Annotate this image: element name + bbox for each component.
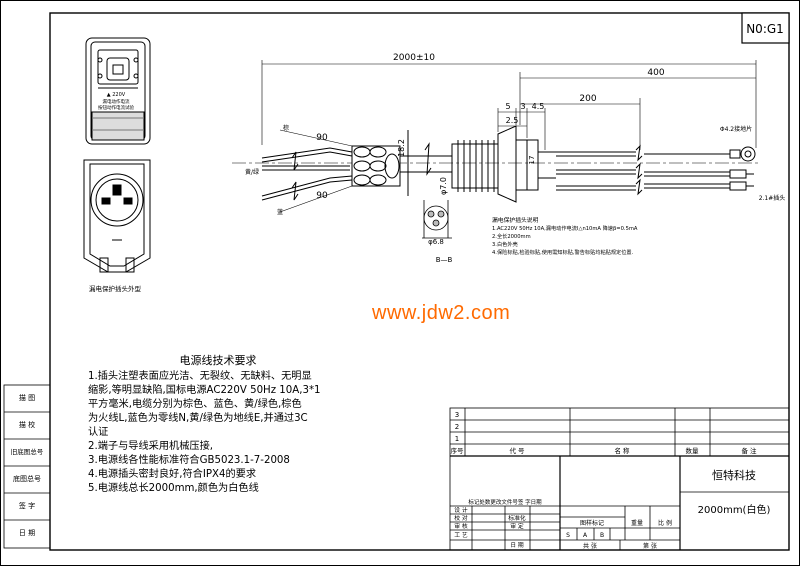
header-code: 代 号 <box>509 446 525 455</box>
plug-socket-view <box>83 159 151 273</box>
header-serial: 序号 <box>451 446 465 455</box>
dim-18-2: 18.2 <box>397 139 406 157</box>
cable-assembly <box>232 125 760 203</box>
label-weight: 重量 <box>631 519 643 527</box>
label-approve: 审 定 <box>510 522 524 530</box>
dim-3: 3 <box>520 102 525 111</box>
header-name: 名 称 <box>614 446 630 455</box>
notes-title: 漏电保护插头说明 <box>492 216 539 224</box>
side-strip-sign: 签 字 <box>19 501 35 510</box>
dim-200: 200 <box>579 94 596 104</box>
dim-overall: 2000±10 <box>393 53 435 63</box>
notes-item-2: 2.全长2000mm <box>492 232 531 240</box>
header-remarks: 备 注 <box>741 446 757 455</box>
side-strip-date: 日 期 <box>19 529 35 537</box>
label-review: 审 核 <box>454 522 468 530</box>
header-qty: 数量 <box>686 446 700 455</box>
dim-17: 17 <box>528 156 536 165</box>
dim-phi-7: φ7.0 <box>439 177 448 195</box>
company-name: 恒特科技 <box>712 468 756 482</box>
plug-current-text: 漏电动作电流 <box>103 98 130 105</box>
watermark: www.jdw2.com <box>372 302 511 324</box>
row-3: 3 <box>455 411 459 419</box>
drawing-number: N0:G1 <box>746 22 784 36</box>
label-stage: 图样标记 <box>580 519 604 527</box>
notes-item-1: 1.AC220V 50Hz 10A,漏电动作电流I△n10mA 降速β=0.5m… <box>492 224 638 232</box>
plug-caption: 漏电保护插头外型 <box>89 284 142 293</box>
row-2: 2 <box>455 423 459 431</box>
label-ring-terminal: Φ4.2接地片 <box>720 125 752 133</box>
requirement-line: 缩影,等明显缺陷,国标电源AC220V 50Hz 10A,3*1 <box>88 385 321 396</box>
requirement-line: 认证 <box>88 427 109 438</box>
side-strip-old-base: 旧底图总号 <box>11 447 44 456</box>
requirement-line: 1.插头注塑表面应光洁、无裂纹、无缺料、无明显 <box>88 371 312 382</box>
section-b-b <box>422 200 452 239</box>
requirement-line: 为火线L,蓝色为零线N,黄/绿色为地线E,并通过3C <box>88 413 308 424</box>
dim-400: 400 <box>647 68 664 78</box>
title-block <box>449 407 790 551</box>
requirement-line: 2.端子与导线采用机械压接, <box>88 441 214 452</box>
section-label: B—B <box>436 256 453 264</box>
label-scale: 比 例 <box>658 519 672 527</box>
dimension-lines <box>261 60 757 213</box>
label-standard: 标准化 <box>508 514 526 522</box>
row-1: 1 <box>455 435 459 443</box>
side-strip <box>3 384 51 549</box>
label-design: 设 计 <box>454 506 468 514</box>
stage-b: B <box>600 532 604 539</box>
dim-90-upper: 90 <box>316 133 328 143</box>
product-name: 2000mm(白色) <box>698 503 771 516</box>
label-date: 日 期 <box>510 542 524 549</box>
dim-phi-6-8: φ6.8 <box>428 238 444 246</box>
drawing-number-box <box>741 12 790 44</box>
sheets-total: 共 张 <box>583 542 597 550</box>
side-strip-trace: 描 图 <box>19 393 35 402</box>
label-pin-terminal: 2.1#插头 <box>759 194 786 202</box>
notes-item-3: 3.白色外壳 <box>492 240 518 248</box>
dim-2-5: 2.5 <box>506 116 519 125</box>
stage-a: A <box>583 532 588 539</box>
technical-requirements: 电源线技术要求 1.插头注塑表面应光洁、无裂纹、无缺料、无明显 缩影,等明显缺陷… <box>88 354 328 496</box>
sign-row: 标记处数更改文件号签 字日期 <box>468 498 542 506</box>
requirement-line: 平方毫米,电缆分别为棕色、蓝色、黄/绿色,棕色 <box>88 399 302 410</box>
requirement-line: 4.电源插头密封良好,符合IPX4的要求 <box>88 469 257 480</box>
dim-5: 5 <box>505 102 510 111</box>
requirement-line: 5.电源线总长2000mm,颜色为白色线 <box>88 483 259 494</box>
plug-rating-text: ▲ 220V <box>107 92 126 98</box>
requirements-title: 电源线技术要求 <box>179 354 257 367</box>
sheet-number: 第 张 <box>643 542 657 550</box>
plug-test-text: 按钮动作电流试验 <box>98 104 134 111</box>
stage-s: S <box>566 532 570 539</box>
label-yellow-green-wire: 黄/绿 <box>245 168 259 176</box>
side-strip-check: 描 校 <box>19 420 35 429</box>
side-strip-base: 底图总号 <box>13 474 41 483</box>
dim-90-lower: 90 <box>316 191 328 201</box>
inner-border <box>49 12 790 551</box>
plug-front-view <box>85 37 151 145</box>
requirement-line: 3.电源线各性能标准符合GB5023.1-7-2008 <box>88 455 290 466</box>
notes-item-4: 4.保险标贴,检验标贴,使用需知标贴,警告标贴均粘贴规定位置. <box>492 248 634 256</box>
label-blue-wire: 蓝 <box>277 208 283 216</box>
dim-4-5: 4.5 <box>532 102 545 111</box>
label-brown-wire: 棕 <box>283 124 289 132</box>
label-process: 工 艺 <box>454 531 468 539</box>
label-proof: 校 对 <box>454 514 468 522</box>
